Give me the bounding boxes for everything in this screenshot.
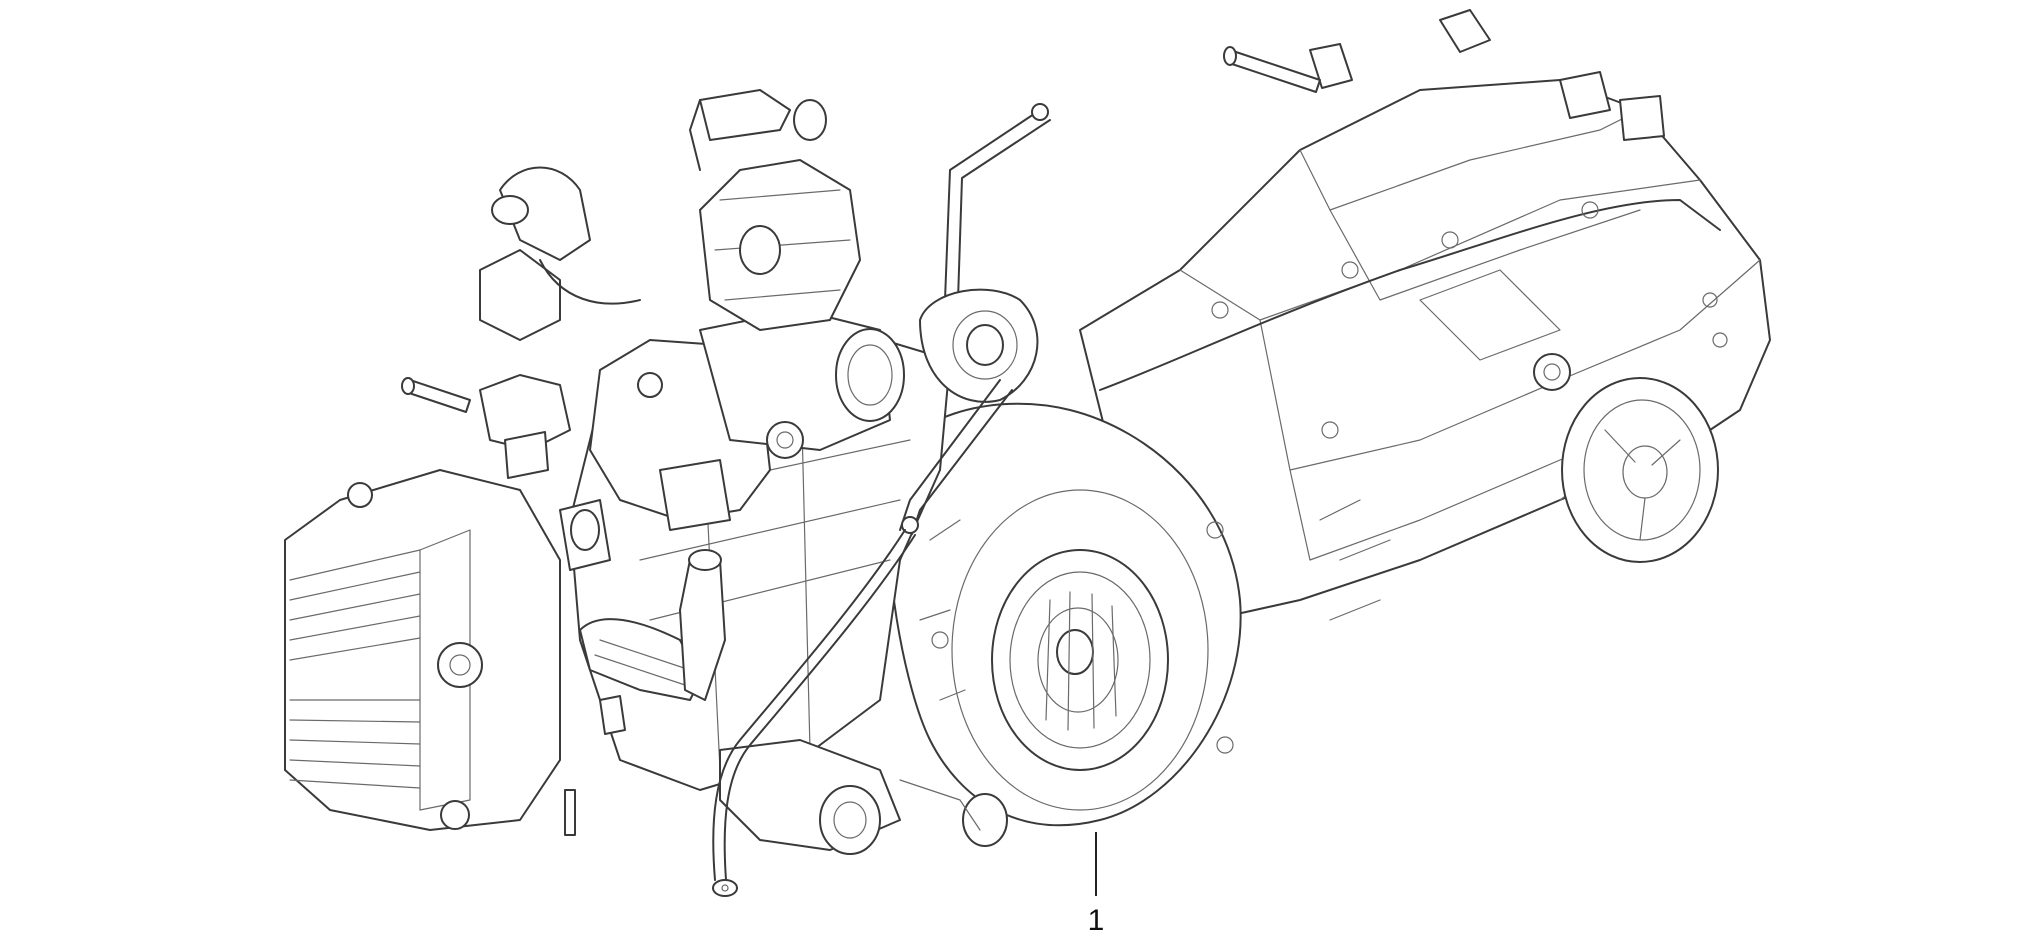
callout-1: 1 xyxy=(1088,832,1105,934)
engine-assembly-drawing xyxy=(284,9,1771,897)
cylinder-head-cover xyxy=(284,469,576,836)
ground-cable xyxy=(712,529,916,897)
callout-number: 1 xyxy=(1088,904,1105,934)
transmission-housing xyxy=(1079,9,1771,621)
variator-cover xyxy=(1561,377,1719,563)
engine-bracket xyxy=(899,103,1051,535)
throttle-body-intake xyxy=(401,89,905,735)
flywheel-fan-cover xyxy=(886,402,1242,827)
